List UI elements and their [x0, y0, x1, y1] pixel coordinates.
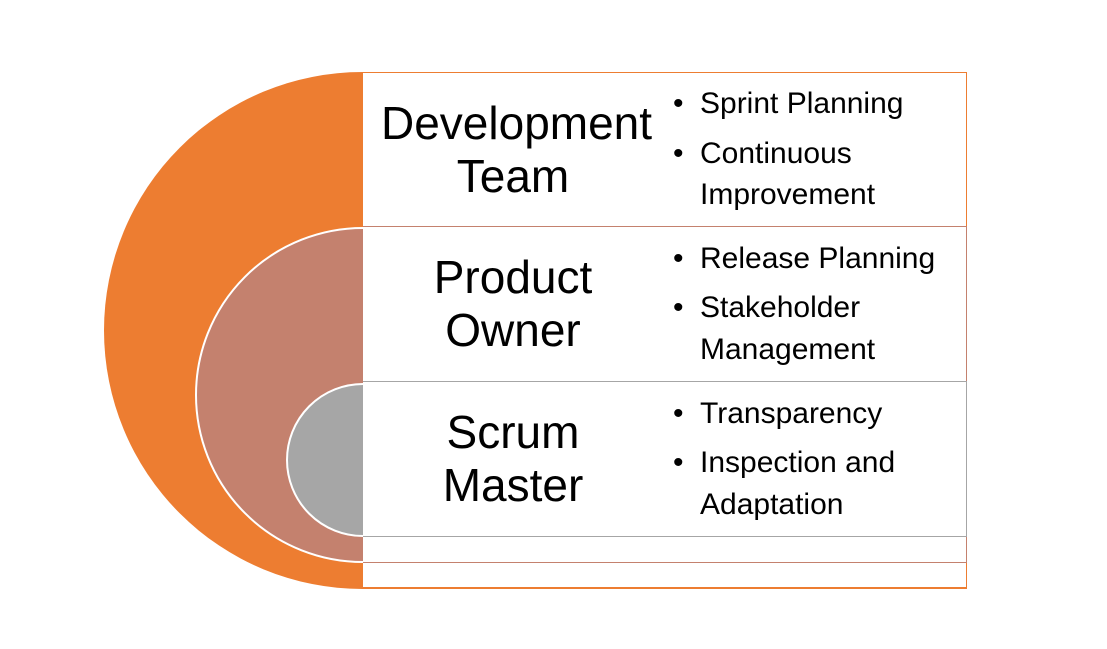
bullet-text: Continuous Improvement: [700, 136, 876, 212]
row-product-owner: Product Owner • Release Planning • Stake…: [363, 226, 967, 381]
bullet-text: Release Planning: [700, 241, 936, 275]
row-title-cell: Product Owner: [363, 251, 663, 357]
bullet-text: Transparency: [700, 396, 883, 430]
bullet-text: Sprint Planning: [700, 87, 904, 121]
bullet-text: Stakeholder Management: [700, 291, 876, 366]
bullet-icon: •: [673, 396, 684, 430]
bullet-item: • Stakeholder Management: [673, 287, 948, 370]
filler-row-1: [363, 537, 967, 563]
bullet-text: Inspection and Adaptation: [700, 446, 896, 521]
row-title: Product Owner: [433, 251, 593, 356]
bullet-item: • Release Planning: [673, 238, 948, 279]
row-title: Scrum Master: [442, 406, 584, 511]
bullet-item: • Continuous Improvement: [673, 133, 948, 216]
bullet-item: • Inspection and Adaptation: [673, 442, 948, 525]
row-title-cell: Development Team: [363, 97, 663, 203]
row-scrum-master: Scrum Master • Transparency • Inspection…: [363, 381, 967, 537]
filler-row-2: [363, 563, 967, 589]
bullet-list: • Release Planning • Stakeholder Managem…: [663, 238, 966, 370]
row-title-cell: Scrum Master: [363, 406, 663, 512]
bullet-item: • Transparency: [673, 393, 948, 434]
bullet-list: • Sprint Planning • Continuous Improveme…: [663, 83, 966, 215]
bullet-list: • Transparency • Inspection and Adaptati…: [663, 393, 966, 525]
bullet-icon: •: [673, 241, 684, 275]
bullet-icon: •: [673, 446, 684, 480]
bullet-icon: •: [673, 136, 684, 170]
row-development-team: Development Team • Sprint Planning • Con…: [363, 72, 967, 226]
bullet-item: • Sprint Planning: [673, 83, 948, 124]
bullet-icon: •: [673, 87, 684, 121]
bullet-icon: •: [673, 291, 684, 325]
row-title: Development Team: [381, 96, 653, 202]
